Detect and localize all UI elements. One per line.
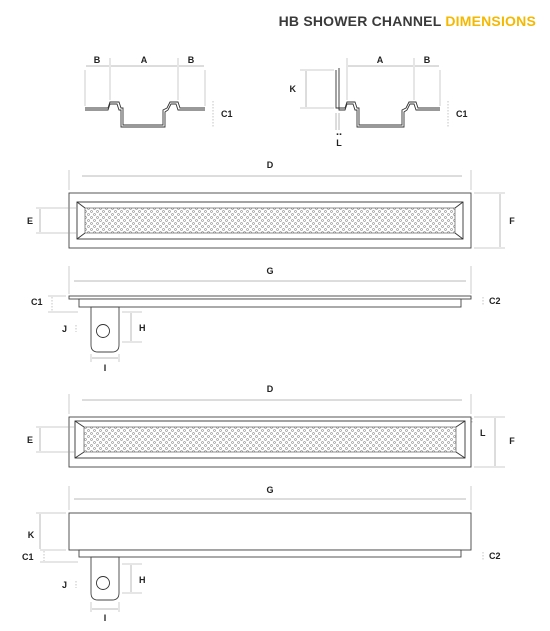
label-d: D [267, 160, 274, 170]
top-view-grate: D E F [27, 160, 515, 249]
label-a: A [141, 55, 148, 65]
label-c1: C1 [221, 109, 233, 119]
label-b: B [424, 55, 431, 65]
label-c1: C1 [22, 552, 34, 562]
label-e: E [27, 216, 33, 226]
label-b: B [94, 55, 101, 65]
label-e: E [27, 435, 33, 445]
label-h: H [139, 575, 146, 585]
cross-section-channel: B A B C1 [84, 55, 233, 128]
title-accent: DIMENSIONS [445, 13, 536, 29]
label-j: J [62, 324, 67, 334]
label-c1: C1 [31, 297, 43, 307]
label-j: J [62, 580, 67, 590]
label-f: F [509, 216, 515, 226]
label-b: B [188, 55, 195, 65]
label-l: L [480, 428, 486, 438]
label-d: D [267, 384, 274, 394]
svg-text:‥: ‥ [336, 127, 342, 137]
side-view-channel: G C1 C2 H J I [31, 266, 501, 373]
label-k: K [28, 530, 35, 540]
label-c2: C2 [489, 296, 501, 306]
label-g: G [266, 266, 273, 276]
label-c2: C2 [489, 551, 501, 561]
title-main: HB SHOWER CHANNEL [278, 13, 442, 29]
label-c1: C1 [456, 109, 468, 119]
page-title: HB SHOWER CHANNEL DIMENSIONS [279, 13, 536, 29]
label-h: H [139, 323, 146, 333]
label-i: I [104, 613, 107, 623]
label-k: K [290, 84, 297, 94]
cross-section-channel-upstand: ‥ A B K C1 L [290, 55, 468, 148]
top-view-grate-upstand: D E L F [27, 384, 515, 468]
label-i: I [104, 363, 107, 373]
label-l: L [336, 138, 342, 148]
label-f: F [509, 436, 515, 446]
label-a: A [377, 55, 384, 65]
label-g: G [266, 485, 273, 495]
side-view-channel-upstand: G K C1 C2 H J I [22, 485, 501, 623]
